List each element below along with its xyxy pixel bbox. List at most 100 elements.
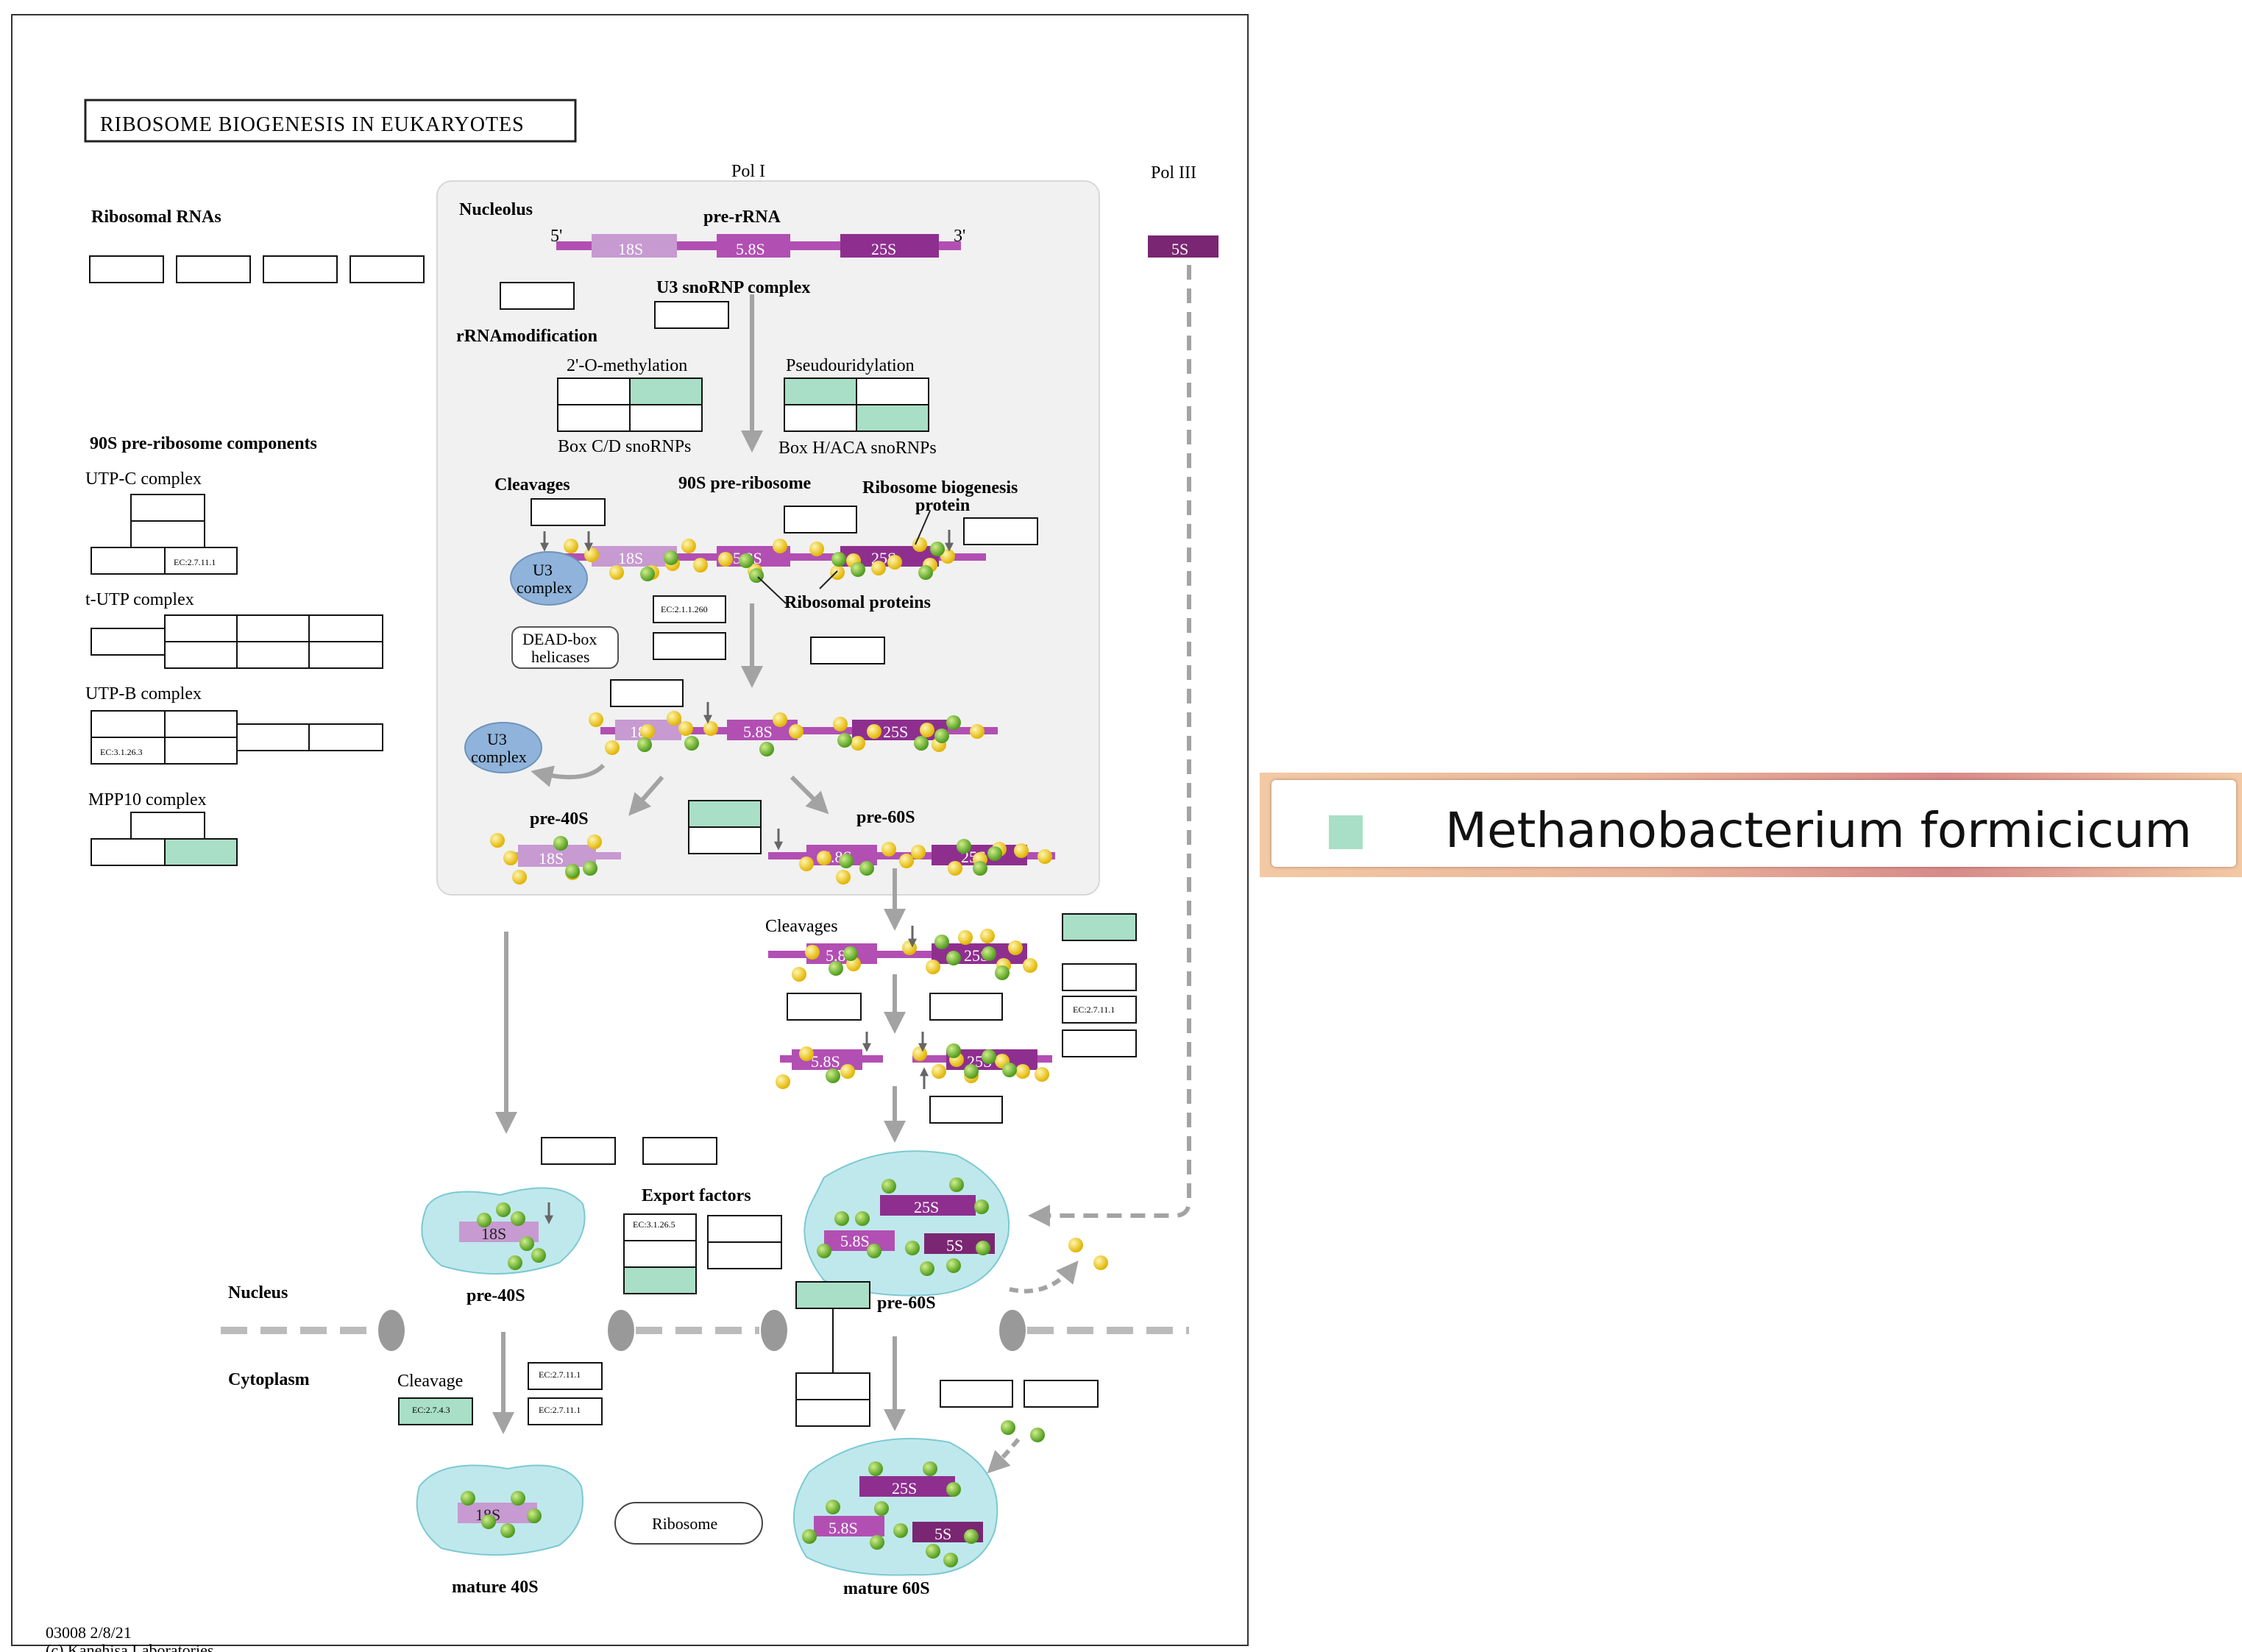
gene-box[interactable] bbox=[929, 1096, 1003, 1124]
gene-box[interactable] bbox=[130, 520, 205, 548]
gene-box[interactable] bbox=[500, 282, 575, 310]
gene-box[interactable] bbox=[688, 826, 762, 854]
gene-box-highlighted[interactable] bbox=[856, 404, 929, 432]
gene-box[interactable] bbox=[653, 595, 726, 623]
rna-label-5s: 5S bbox=[1171, 240, 1188, 258]
gene-box[interactable] bbox=[610, 679, 684, 707]
gene-box-highlighted[interactable] bbox=[688, 800, 762, 828]
pointer-line bbox=[819, 570, 838, 589]
gene-box[interactable] bbox=[810, 637, 885, 664]
gene-box-highlighted[interactable] bbox=[398, 1397, 473, 1425]
protein-dot-icon bbox=[583, 861, 597, 876]
protein-dot-icon bbox=[970, 724, 985, 739]
gene-box[interactable] bbox=[642, 1137, 717, 1165]
box-cd-label: Box C/D snoRNPs bbox=[558, 437, 691, 456]
protein-dot-icon bbox=[553, 836, 568, 851]
gene-box[interactable] bbox=[784, 404, 857, 432]
gene-box[interactable] bbox=[308, 723, 383, 751]
gene-box[interactable] bbox=[707, 1215, 782, 1243]
t-utp-label: t-UTP complex bbox=[85, 590, 194, 609]
gene-box[interactable] bbox=[176, 255, 251, 283]
gene-box[interactable] bbox=[654, 301, 729, 329]
gene-box[interactable] bbox=[130, 812, 205, 840]
protein-dot-icon bbox=[508, 1255, 522, 1270]
protein-dot-icon bbox=[1035, 1067, 1049, 1082]
protein-dot-icon bbox=[946, 951, 961, 965]
protein-dot-icon bbox=[678, 721, 693, 736]
gene-box[interactable] bbox=[856, 377, 929, 405]
protein-dot-icon bbox=[609, 565, 624, 580]
gene-box[interactable] bbox=[784, 506, 857, 533]
gene-box[interactable] bbox=[963, 517, 1038, 545]
protein-dot-icon bbox=[587, 834, 602, 849]
u3-label-1: U3 bbox=[533, 561, 553, 579]
rna-label-25s: 25S bbox=[883, 723, 908, 741]
gene-box[interactable] bbox=[1062, 996, 1137, 1024]
gene-box[interactable] bbox=[350, 255, 425, 283]
gene-box[interactable] bbox=[164, 614, 238, 642]
gene-box[interactable] bbox=[787, 993, 862, 1021]
gene-box[interactable] bbox=[91, 547, 166, 575]
methylation-label: 2'-O-methylation bbox=[567, 356, 687, 375]
gene-box[interactable] bbox=[236, 723, 310, 751]
gene-box[interactable] bbox=[308, 641, 383, 669]
gene-box-highlighted[interactable] bbox=[1062, 913, 1137, 941]
mpp10-label: MPP10 complex bbox=[88, 790, 207, 809]
protein-dot-icon bbox=[817, 1244, 831, 1258]
protein-dot-icon bbox=[640, 567, 655, 581]
three-prime-label: 3' bbox=[954, 227, 965, 246]
ribosome-node[interactable] bbox=[614, 1502, 763, 1545]
gene-box[interactable] bbox=[91, 710, 166, 738]
gene-box[interactable] bbox=[164, 641, 238, 669]
gene-box[interactable] bbox=[1024, 1380, 1099, 1408]
gene-box[interactable] bbox=[541, 1137, 616, 1165]
gene-box[interactable] bbox=[236, 641, 310, 669]
gene-box[interactable] bbox=[528, 1362, 603, 1390]
biogenesis-protein-label-2: protein bbox=[915, 496, 970, 515]
gene-box-highlighted[interactable] bbox=[795, 1281, 870, 1309]
gene-box[interactable] bbox=[940, 1380, 1013, 1408]
gene-box[interactable] bbox=[91, 628, 166, 656]
gene-box[interactable] bbox=[1062, 963, 1137, 991]
protein-dot-icon bbox=[833, 717, 848, 731]
gene-box[interactable] bbox=[236, 614, 310, 642]
gene-box[interactable] bbox=[623, 1213, 697, 1241]
gene-box[interactable] bbox=[623, 1240, 697, 1268]
gene-box[interactable] bbox=[653, 632, 726, 660]
gene-box[interactable] bbox=[557, 404, 631, 432]
gene-box[interactable] bbox=[89, 255, 164, 283]
ec-label-cyto-1: EC:2.7.11.1 bbox=[539, 1369, 581, 1380]
ribosomal-proteins-label: Ribosomal proteins bbox=[784, 593, 931, 612]
gene-box[interactable] bbox=[164, 737, 238, 765]
components-90s-label: 90S pre-ribosome components bbox=[90, 434, 317, 453]
gene-box[interactable] bbox=[707, 1241, 782, 1269]
gene-box[interactable] bbox=[795, 1372, 870, 1400]
gene-box-highlighted[interactable] bbox=[629, 377, 703, 405]
gene-box[interactable] bbox=[557, 377, 631, 405]
protein-dot-icon bbox=[859, 861, 874, 876]
u3-snornp-label: U3 snoRNP complex bbox=[656, 278, 810, 297]
gene-box[interactable] bbox=[164, 710, 238, 738]
gene-box[interactable] bbox=[528, 1397, 603, 1425]
nuclear-pore-icon bbox=[608, 1310, 634, 1351]
gene-box[interactable] bbox=[91, 838, 166, 866]
protein-dot-icon bbox=[843, 946, 858, 961]
gene-box[interactable] bbox=[795, 1399, 870, 1427]
legend-panel: Methanobacterium formicicum bbox=[1260, 773, 2242, 877]
gene-box[interactable] bbox=[929, 993, 1003, 1021]
protein-dot-icon bbox=[519, 1236, 534, 1251]
gene-box[interactable] bbox=[629, 404, 703, 432]
gene-box[interactable] bbox=[130, 494, 205, 522]
protein-dot-icon bbox=[946, 715, 961, 730]
gene-box[interactable] bbox=[164, 547, 238, 575]
gene-box[interactable] bbox=[308, 614, 383, 642]
gene-box-highlighted[interactable] bbox=[164, 838, 238, 866]
protein-dot-icon bbox=[1030, 1428, 1045, 1442]
gene-box[interactable] bbox=[1062, 1029, 1137, 1057]
gene-box-highlighted[interactable] bbox=[623, 1266, 697, 1294]
gene-box[interactable] bbox=[531, 498, 606, 526]
gene-box-highlighted[interactable] bbox=[784, 377, 857, 405]
footer-copyright: (c) Kanehisa Laboratories bbox=[46, 1641, 213, 1652]
gene-box[interactable] bbox=[263, 255, 338, 283]
protein-dot-icon bbox=[976, 1241, 990, 1255]
